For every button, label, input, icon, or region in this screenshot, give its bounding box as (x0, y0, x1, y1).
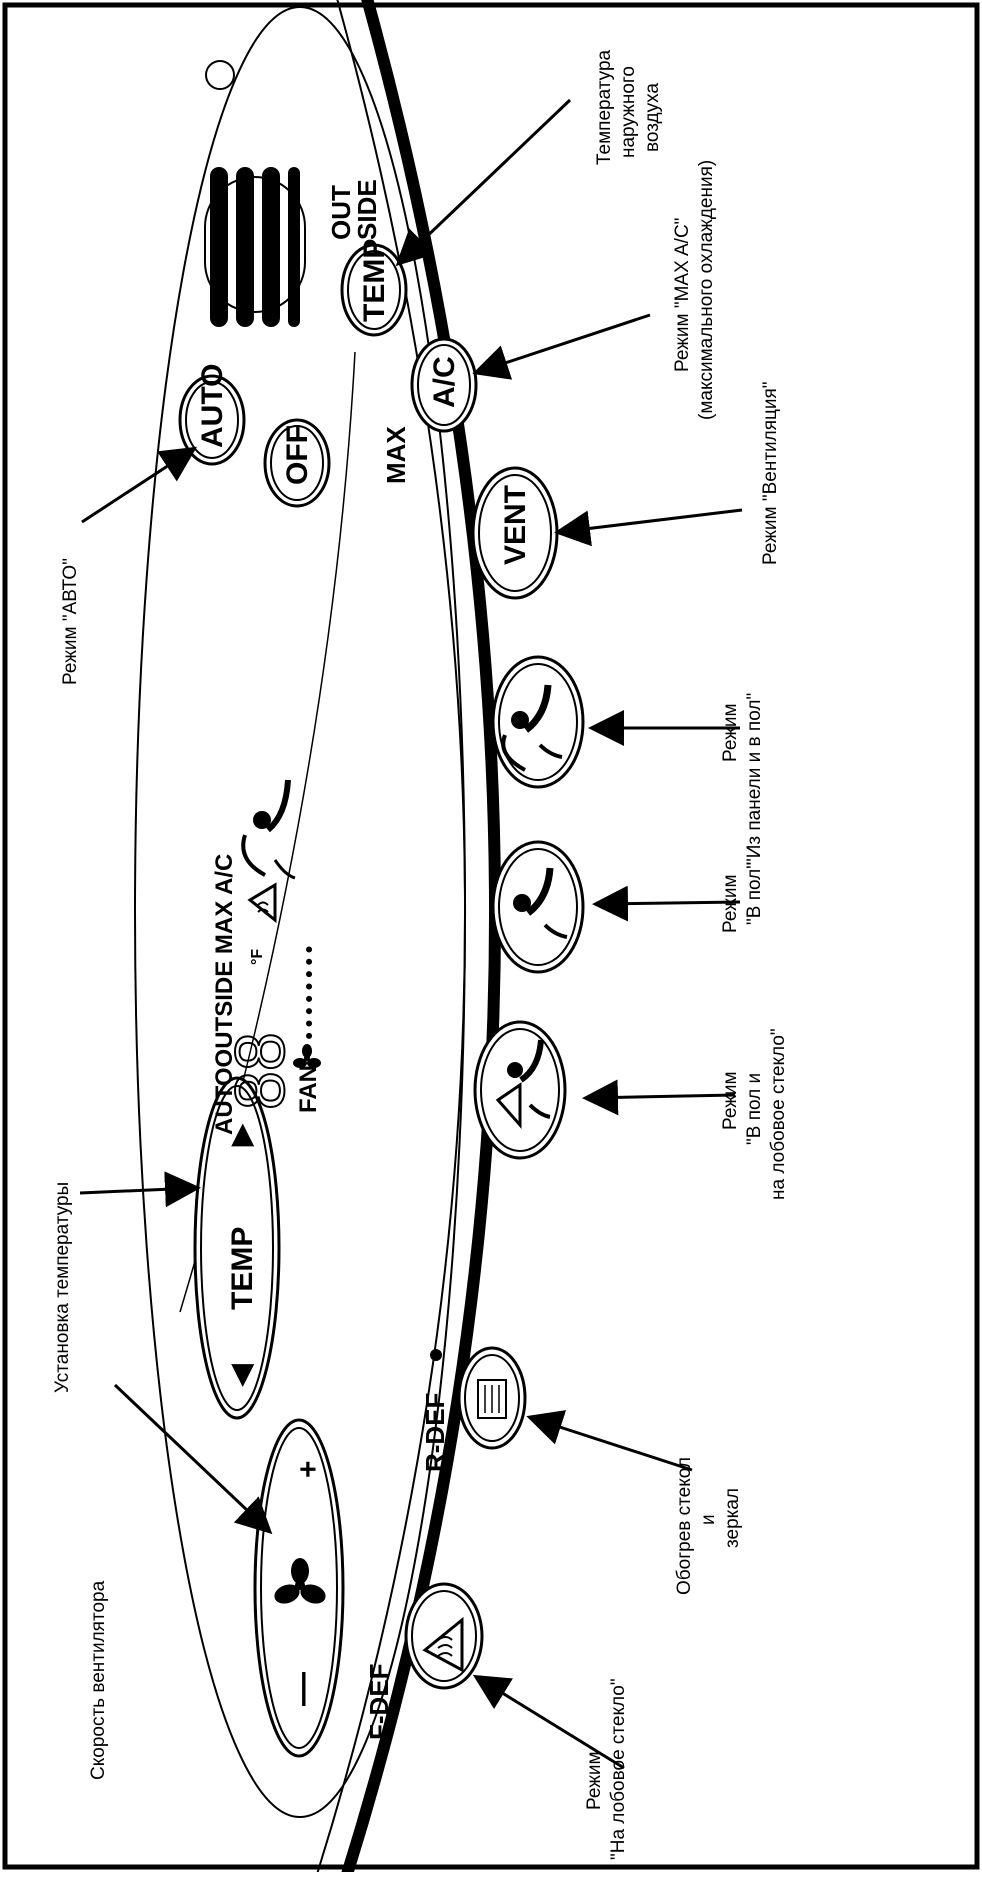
callout-outside-line3: воздуха (642, 83, 663, 152)
fan-speed-button[interactable]: — + (253, 1418, 345, 1758)
control-panel-oval (134, 6, 466, 1818)
callout-floor-line1: Режим (720, 874, 741, 933)
windshield-arrow (472, 1674, 625, 1770)
callout-outside-line1: Температура (594, 49, 615, 165)
floor-arrow (592, 885, 741, 922)
callout-heat-glass-line1: Обогрев стекол (674, 1457, 695, 1595)
f-def-button[interactable] (404, 1582, 484, 1690)
floor-icon (513, 867, 568, 939)
temp-right-arrow: ▶ (225, 1123, 256, 1147)
callout-vent: Режим "Вентиляция" (760, 381, 781, 565)
sensor-circle (205, 60, 235, 90)
fan-minus-label: — (283, 1672, 321, 1706)
floor-windshield-arrow (582, 1079, 736, 1116)
callout-outside-line2: наружного (618, 66, 639, 158)
fan-plus-label: + (292, 1460, 325, 1478)
lcd-display: AUTOOUTSIDE MAX A/C 88 °F FAN ● ● ● ● ● … (211, 779, 322, 1135)
display-airflow-icon (241, 779, 296, 880)
vent-slots (204, 167, 306, 327)
outside-label-line1: OUT (326, 185, 356, 240)
callout-windshield-line2: "На лобовое стекло" (608, 1678, 629, 1860)
callout-heat-glass-line2: и (698, 1514, 719, 1525)
outside-label-line2: SIDE (352, 179, 382, 240)
callout-auto: Режим "АВТО" (60, 558, 81, 685)
floor-windshield-button[interactable] (473, 1020, 567, 1160)
floor-button[interactable] (491, 840, 585, 974)
temp-left-arrow: ◀ (225, 1364, 256, 1387)
vent-label: VENT (499, 485, 532, 565)
r-def-indicator-icon (430, 1349, 442, 1361)
vent-arrow (554, 508, 743, 547)
callout-fan-speed: Скорость вентилятора (88, 1580, 109, 1780)
vent-button[interactable]: VENT (471, 466, 559, 600)
callout-arrows (79, 98, 743, 1770)
off-label: OFF (281, 425, 314, 485)
callout-panel-floor-line2: "Из панели и в пол" (744, 693, 765, 865)
display-fan-label: FAN (295, 1065, 322, 1113)
outside-temp-arrow (395, 98, 572, 267)
r-def-button[interactable] (457, 1346, 527, 1450)
temp-set-label: TEMP (226, 1227, 259, 1310)
fan-icon (274, 1558, 326, 1604)
callout-heat-glass-line3: зеркал (722, 1488, 743, 1548)
callout-floor-windshield-line1: Режим (720, 1071, 741, 1130)
ac-button[interactable]: A/C (410, 337, 478, 433)
rear-defrost-icon (477, 1379, 507, 1419)
auto-label: AUTO (196, 364, 229, 448)
temp-set-button[interactable]: ◀ TEMP ▶ (193, 1076, 281, 1420)
r-def-label: R-DEF (420, 1393, 450, 1472)
callout-temp-set: Установка температуры (52, 1182, 73, 1393)
display-indicators: AUTOOUTSIDE MAX A/C (211, 854, 238, 1135)
display-unit: °F (249, 949, 266, 965)
ac-label: A/C (428, 356, 461, 408)
panel-floor-button[interactable] (491, 655, 585, 789)
display-fan-icon (293, 1044, 321, 1068)
temp-set-arrow (79, 1171, 201, 1208)
callout-panel-floor-line1: Режим (720, 703, 741, 762)
display-digits: 88 (221, 1032, 299, 1110)
fan-speed-arrow (113, 1383, 273, 1535)
callout-floor-line2: "В пол" (744, 862, 765, 925)
callout-max-ac-line2: (максимального охлаждения) (696, 160, 717, 420)
display-defrost-icon (247, 882, 277, 924)
floor-windshield-icon (495, 1039, 551, 1129)
off-button[interactable]: OFF (263, 418, 331, 508)
callout-max-ac-line1: Режим "MAX A/C" (672, 218, 693, 372)
panel-floor-icon (501, 684, 563, 772)
auto-button[interactable]: AUTO (178, 364, 246, 466)
callout-floor-windshield-line3: на лобовое стекло" (768, 1028, 789, 1200)
auto-arrow (81, 446, 198, 524)
front-defrost-icon (422, 1616, 464, 1673)
display-fan-dots: ● ● ● ● ● ● ● ● (300, 945, 316, 1040)
callout-floor-windshield-line2: "В пол и (744, 1073, 765, 1145)
outside-temp-button[interactable]: TEMP (340, 239, 408, 337)
max-ac-arrow (472, 313, 651, 380)
heat-glass-arrow (526, 1410, 693, 1472)
outside-temp-label: TEMP (358, 239, 391, 322)
f-def-label: F-DEF (364, 1663, 394, 1740)
max-label: MAX (381, 426, 411, 484)
callout-windshield-line1: Режим (584, 1751, 605, 1810)
